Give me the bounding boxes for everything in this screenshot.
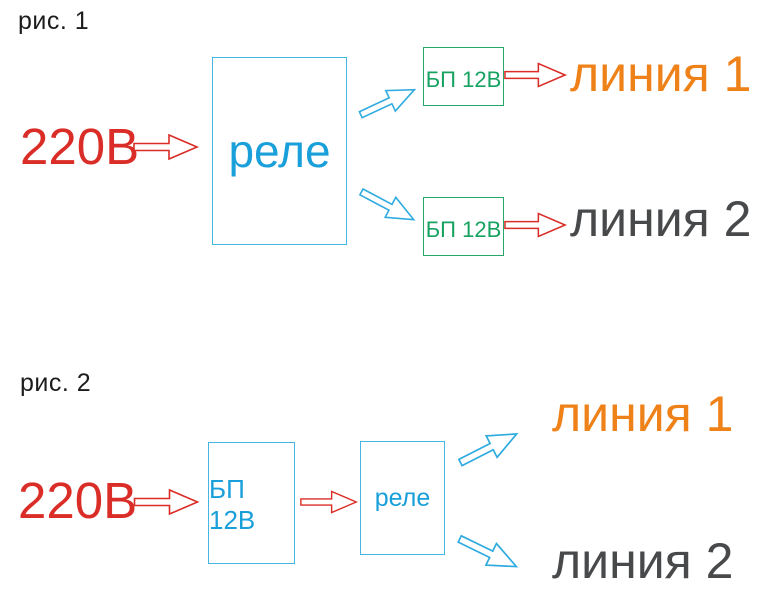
figure1-line1-label: линия 1 [570, 46, 752, 102]
figure2-caption: рис. 2 [20, 369, 92, 397]
figure2-line1-label: линия 1 [552, 386, 734, 442]
figure1-relay-box: реле [212, 57, 347, 245]
figure2-relay-box: реле [360, 441, 445, 555]
figure1-psu-top-label: БП 12В [425, 67, 502, 92]
arrow-right-icon [300, 488, 359, 516]
figure1-relay-label: реле [228, 125, 331, 177]
figure1-source-voltage-label: 220В [20, 118, 140, 175]
figure2-source-voltage-label: 220В [18, 472, 138, 529]
arrow-up-right-icon [452, 420, 525, 476]
arrow-up-right-icon [354, 76, 422, 128]
arrow-down-right-icon [452, 526, 524, 581]
figure1-psu-top-box: БП 12В [423, 47, 504, 106]
figure2-relay-label: реле [374, 483, 431, 512]
figure1-psu-bottom-label: БП 12В [425, 217, 502, 242]
figure1-psu-bottom-box: БП 12В [423, 197, 504, 256]
figure2-psu-label: БП 12В [209, 473, 256, 535]
arrow-right-icon [504, 61, 568, 89]
arrow-right-icon [133, 133, 200, 161]
figure2-line2-label: линия 2 [552, 533, 734, 589]
arrow-right-icon [504, 211, 568, 239]
arrow-right-icon [133, 488, 200, 516]
figure1-line2-label: линия 2 [570, 191, 752, 247]
figure1-caption: рис. 1 [18, 7, 90, 35]
arrow-down-right-icon [354, 179, 422, 233]
figure2-psu-box: БП 12В [208, 442, 295, 564]
